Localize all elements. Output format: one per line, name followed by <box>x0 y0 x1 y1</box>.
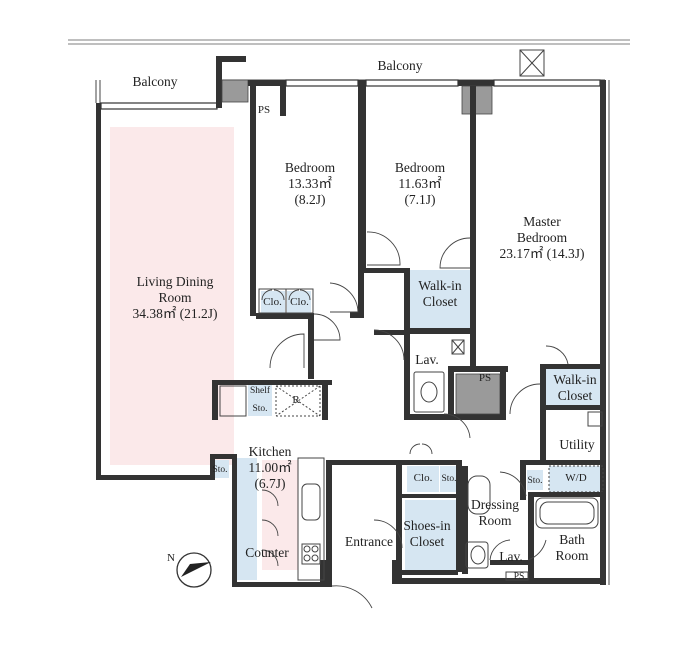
shoes-closet-fill <box>405 500 457 570</box>
balcony-top-label: Balcony <box>377 58 423 73</box>
master-bedroom-name-line2: Bedroom <box>516 230 568 245</box>
living-room-name-line2: Room <box>158 290 192 305</box>
clo1-label: Clo. <box>263 296 282 308</box>
bedroom2-area: 11.63㎡ <box>398 176 442 191</box>
dressing-room-line1: Dressing <box>471 497 519 512</box>
clo-fill-1 <box>261 291 285 313</box>
bath-room-line1: Bath <box>559 532 585 547</box>
bedroom1-walls <box>250 116 410 379</box>
shelf-label: Shelf <box>249 386 271 396</box>
ps2-label: PS <box>478 372 492 384</box>
sto-fill-4 <box>527 470 543 490</box>
sto-fill-2 <box>440 466 458 492</box>
bath-room-label: Bath Room <box>540 532 604 564</box>
bath-room-line2: Room <box>555 548 589 563</box>
clo-fill-3 <box>407 466 439 492</box>
utility-label: Utility <box>559 437 595 452</box>
lav2-label: Lav. <box>499 549 523 564</box>
top-wall <box>100 49 601 370</box>
living-room-label: Living Dining Room 34.38㎡ (21.2J) <box>100 274 250 322</box>
core-walls <box>374 268 508 420</box>
bedroom1-name: Bedroom <box>284 160 336 175</box>
lav1-label: Lav. <box>415 352 439 367</box>
walkin-closet-1-label: Walk-in Closet <box>410 278 470 310</box>
counter-fill <box>237 458 257 580</box>
bedroom1-jo: (8.2J) <box>294 192 326 207</box>
shoes-closet-label: Shoes-in Closet <box>396 518 458 550</box>
kitchen-label: Kitchen 11.00㎡ (6.7J) <box>230 444 310 492</box>
kitchen-jo: (6.7J) <box>254 476 286 491</box>
sto4-label: Sto. <box>527 476 543 486</box>
walkin-closet-2-line2: Closet <box>557 388 593 403</box>
shoes-closet-line1: Shoes-in <box>403 518 451 533</box>
walkin-closet-2-label: Walk-in Closet <box>545 372 605 404</box>
sto2-label: Sto. <box>441 474 457 484</box>
compass-north-label: N <box>167 552 175 564</box>
clo3-label: Clo. <box>413 472 433 484</box>
counter-label: Counter <box>245 545 289 560</box>
dressing-room-label: Dressing Room <box>462 497 528 529</box>
living-room-name-line1: Living Dining <box>136 274 214 289</box>
bedroom2-jo: (7.1J) <box>404 192 436 207</box>
sto1-label: Sto. <box>252 404 268 414</box>
master-bedroom-label: Master Bedroom 23.17㎡ (14.3J) <box>482 214 602 262</box>
utility-walls <box>520 364 604 580</box>
ps3-label: PS <box>513 572 525 582</box>
door-swings <box>261 231 569 609</box>
walkin-closet-1-line2: Closet <box>422 294 458 309</box>
sto-fill-1 <box>248 402 272 416</box>
kitchen-walls <box>212 380 529 581</box>
kitchen-name: Kitchen <box>248 444 292 459</box>
shoes-closet-line2: Closet <box>409 534 445 549</box>
sto-fill-3 <box>211 460 229 478</box>
walkin-closet-1-line1: Walk-in <box>418 278 462 293</box>
bedroom1-area: 13.33㎡ <box>288 176 332 191</box>
walkin-closet-1-fill <box>408 270 470 328</box>
walkin-closet-2-fill <box>546 368 604 406</box>
shelf-fill <box>248 384 272 402</box>
bedroom2-label: Bedroom 11.63㎡ (7.1J) <box>370 160 470 208</box>
wd-label: W/D <box>565 472 587 484</box>
compass-icon <box>176 552 212 588</box>
bedroom2-name: Bedroom <box>394 160 446 175</box>
exterior-walls <box>96 80 606 587</box>
walkin-closet-2-line1: Walk-in <box>553 372 597 387</box>
top-reference-lines <box>68 39 630 45</box>
living-room-area: 34.38㎡ (21.2J) <box>132 306 218 321</box>
fridge-label: R <box>292 394 300 406</box>
clo-fill-2 <box>287 291 311 313</box>
balcony-left-label: Balcony <box>132 74 178 89</box>
sto3-label: Sto. <box>212 465 228 475</box>
clo2-label: Clo. <box>290 296 309 308</box>
bedroom1-label: Bedroom 13.33㎡ (8.2J) <box>260 160 360 208</box>
wd-fill <box>549 466 603 492</box>
master-bedroom-name-line1: Master <box>523 214 561 229</box>
kitchen-floor-fill <box>262 460 298 570</box>
master-bedroom-area: 23.17㎡ (14.3J) <box>499 246 585 261</box>
ps1-label: PS <box>257 104 271 116</box>
kitchen-area: 11.00㎡ <box>248 460 292 475</box>
entrance-label: Entrance <box>345 534 393 549</box>
dressing-room-line2: Room <box>478 513 512 528</box>
